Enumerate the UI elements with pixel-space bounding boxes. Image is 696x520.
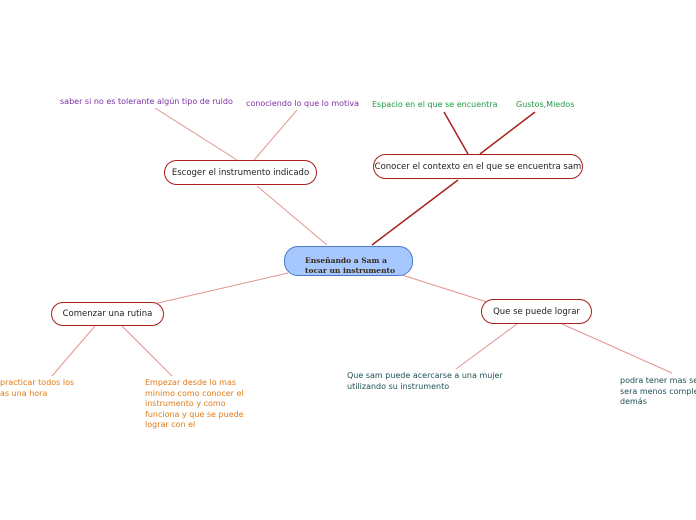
connector-central-lograr — [401, 274, 488, 303]
connector-lograr-acercarse — [455, 323, 518, 370]
topic-comenzar-rutina[interactable]: Comenzar una rutina — [51, 302, 164, 326]
subtopic-ruido[interactable]: saber si no es tolerante algún tipo de r… — [60, 97, 233, 106]
connector-lograr-completo — [561, 323, 673, 374]
topic-conocer-contexto[interactable]: Conocer el contexto en el que se encuent… — [373, 154, 583, 179]
connector-rutina-practicar — [51, 325, 96, 377]
subtopic-acercarse[interactable]: Que sam puede acercarse a una mujer util… — [347, 371, 503, 391]
topic-escoger-instrumento[interactable]: Escoger el instrumento indicado — [164, 160, 317, 185]
subtopic-gustos[interactable]: Gustos,Miedos — [516, 100, 575, 109]
subtopic-empezar[interactable]: Empezar desde lo mas minimo como conocer… — [145, 378, 244, 429]
connector-central-contexto — [371, 179, 459, 246]
subtopic-motiva[interactable]: conociendo lo que lo motiva — [246, 99, 360, 108]
connector-contexto-espacio — [443, 111, 469, 155]
connector-escoger-motiva — [253, 109, 298, 161]
connector-central-escoger — [256, 185, 328, 246]
topic-que-se-puede-lograr[interactable]: Que se puede lograr — [481, 299, 592, 324]
subtopic-completo[interactable]: podra tener mas se sera menos comple dem… — [620, 376, 696, 406]
connector-rutina-empezar — [121, 325, 173, 377]
central-topic[interactable]: Enseñando a Sam a tocar un instrumento — [284, 246, 413, 276]
subtopic-practicar[interactable]: practicar todos los as una hora — [0, 378, 75, 398]
connector-contexto-gustos — [479, 111, 536, 155]
connector-central-rutina — [157, 272, 289, 304]
subtopic-espacio[interactable]: Espacio en el que se encuentra — [372, 100, 498, 109]
connector-escoger-ruido — [154, 107, 238, 161]
